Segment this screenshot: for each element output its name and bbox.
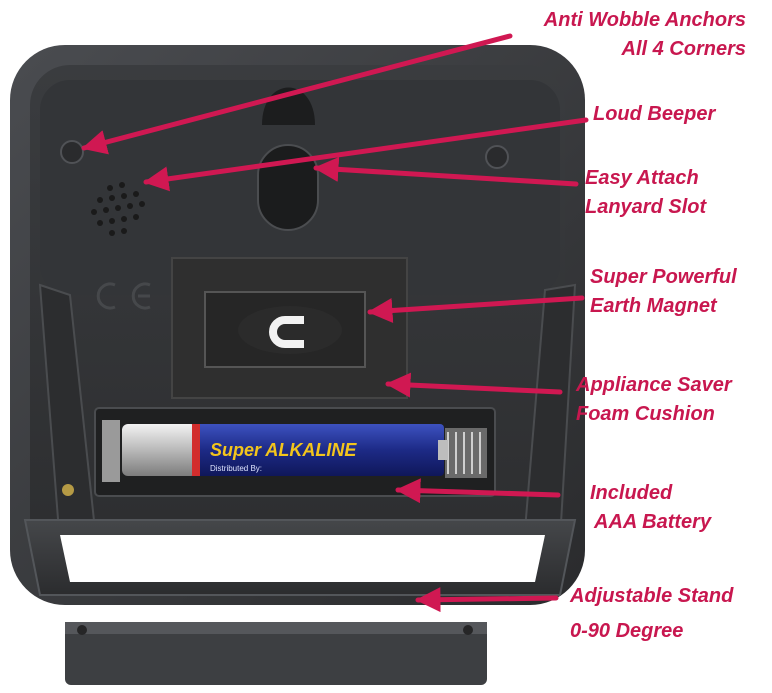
anti-wobble-anchors	[60, 140, 509, 169]
earth-magnet	[238, 306, 342, 354]
aaa-battery: Super ALKALINE Distributed By:	[122, 424, 448, 476]
callout-magnet: Super Powerful Earth Magnet	[590, 263, 737, 321]
adjustable-stand	[23, 519, 577, 596]
anchors-arrow	[81, 33, 513, 155]
callout-stand-line-1: Adjustable Stand	[570, 585, 734, 607]
magnet-arrow	[367, 295, 585, 323]
battery-brand-text: Super ALKALINE	[210, 440, 357, 460]
beeper-grille	[91, 182, 145, 236]
callout-lanyard-line-1: Easy Attach	[585, 167, 699, 189]
callout-magnet-line-1: Super Powerful	[590, 266, 737, 288]
lanyard-arrow	[313, 156, 579, 187]
callout-battery-line-2: AAA Battery	[594, 511, 712, 533]
callout-arrows	[81, 33, 589, 613]
battery-small-text: Distributed By:	[210, 464, 262, 473]
battery-arrow	[395, 478, 561, 504]
stand-foot	[65, 622, 487, 685]
callout-anchors: Anti Wobble Anchors All 4 Corners	[544, 6, 746, 64]
callout-beeper-line-1: Loud Beeper	[593, 103, 716, 125]
callout-foam: Appliance Saver Foam Cushion	[576, 371, 732, 429]
callout-lanyard: Easy Attach Lanyard Slot	[585, 164, 706, 222]
callout-stand: Adjustable Stand 0-90 Degree	[570, 582, 733, 646]
stand-arrow	[415, 587, 559, 613]
callout-stand-line-2: 0-90 Degree	[570, 620, 684, 642]
callout-magnet-line-2: Earth Magnet	[590, 295, 717, 317]
callout-lanyard-line-2: Lanyard Slot	[585, 196, 707, 218]
callout-beeper: Loud Beeper	[593, 100, 715, 129]
foam-arrow	[385, 372, 563, 398]
beeper-arrow	[143, 117, 589, 192]
callout-anchors-line-1: Anti Wobble Anchors	[543, 9, 746, 31]
callout-foam-line-1: Appliance Saver	[576, 374, 732, 396]
callout-foam-line-2: Foam Cushion	[576, 403, 715, 425]
ce-mark	[96, 282, 151, 310]
callout-battery: Included AAA Battery	[590, 479, 711, 537]
stand-arms	[38, 283, 577, 547]
callout-battery-line-1: Included	[590, 482, 673, 504]
callout-anchors-line-2: All 4 Corners	[621, 38, 746, 60]
